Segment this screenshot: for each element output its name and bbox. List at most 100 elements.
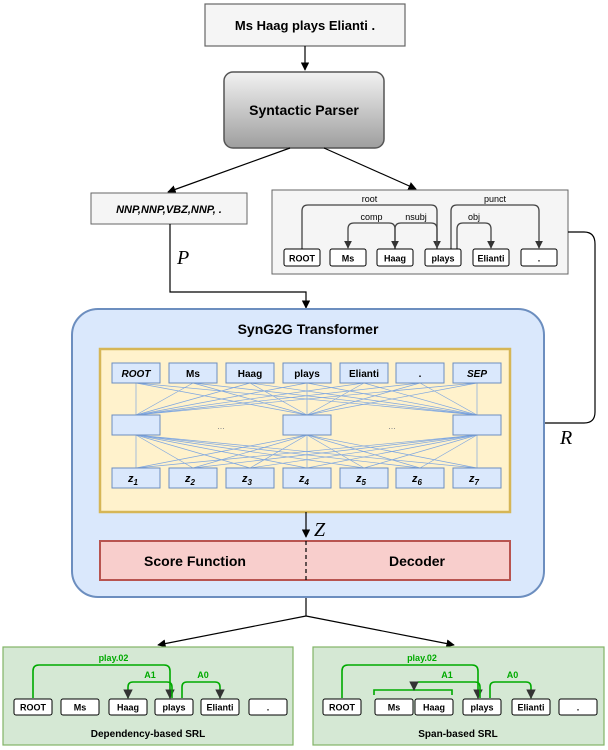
srl-token-label: . (267, 703, 270, 713)
srl-token-label: ROOT (20, 703, 47, 713)
srl-token-label: Haag (117, 703, 139, 713)
encoder-output-label: z4 (298, 473, 310, 487)
encoder-input-label: ROOT (122, 369, 152, 380)
encoder-input-nodes: ROOT Ms Haag plays Elianti. SEP (111, 362, 502, 384)
graph-encoder-panel: ROOT Ms Haag plays Elianti. SEP ...... z1 z2 z3… (98, 347, 512, 514)
srl-token-haag: Haag (108, 698, 148, 716)
srl-token-label: ROOT (329, 703, 356, 713)
dep-token-root: ROOT (283, 248, 321, 267)
syng2g-transformer: SynG2G Transformer ROOT Ms Haag plays Eliant… (71, 308, 545, 598)
encoder-output-label: z1 (127, 473, 139, 487)
srl-token-label: Haag (423, 703, 445, 713)
pos-variable-label: P (176, 247, 189, 269)
dependency-tree-box: root comp nsubj obj punct ROOT Ms Haag plays Eli… (271, 189, 569, 275)
arrow-to-span-srl (305, 615, 455, 648)
encoder-input-root: ROOT (111, 362, 161, 384)
dep-arc-nsubj (391, 222, 438, 249)
encoder-input-label: plays (294, 369, 320, 380)
dep-token-label: plays (431, 254, 454, 264)
encoder-hidden-node (111, 414, 161, 436)
dep-token-dot: . (520, 248, 558, 267)
encoder-ellipsis: ... (217, 421, 225, 431)
dep-token-elianti: Elianti (472, 248, 510, 267)
dep-token-label: Ms (342, 254, 355, 264)
encoder-input-elianti: Elianti (339, 362, 389, 384)
dep-arc-label-root: root (362, 194, 378, 204)
z-variable-label: Z (314, 519, 326, 541)
dependency-arcs: root comp nsubj obj punct (301, 194, 543, 249)
pos-tags-box: NNP,NNP,VBZ,NNP, . (90, 192, 248, 225)
srl-token-haag: Haag (414, 698, 454, 716)
encoder-output-z5: z5 (339, 467, 389, 489)
score-decoder-box: Score Function Decoder (99, 540, 511, 581)
input-sentence-box: Ms Haag plays Elianti . (204, 3, 406, 47)
dependency-variable-label: R (559, 427, 572, 449)
dep-arc-label-punct: punct (484, 194, 507, 204)
srl-caption: Span-based SRL (418, 729, 497, 740)
srl-token-label: Elianti (517, 703, 544, 713)
srl-token-root: ROOT (322, 698, 362, 716)
srl-predicate-arc (341, 664, 483, 699)
encoder-input-label: . (419, 369, 422, 380)
encoder-hidden-node (282, 414, 332, 436)
pos-tags-text: NNP,NNP,VBZ,NNP, . (116, 204, 222, 216)
dep-token-label: Elianti (477, 254, 504, 264)
dep-token-plays: plays (424, 248, 462, 267)
srl-arc-label-a0: A0 (197, 670, 209, 680)
syntactic-parser-box: Syntactic Parser (223, 71, 385, 149)
dep-arc-label-obj: obj (468, 212, 480, 222)
encoder-input-label: Elianti (349, 369, 379, 380)
srl-token-elianti: Elianti (511, 698, 551, 716)
encoder-output-z2: z2 (168, 467, 218, 489)
encoder-output-label: z3 (241, 473, 253, 487)
encoder-output-label: z5 (355, 473, 367, 487)
encoder-output-label: z7 (468, 473, 480, 487)
srl-token-ms: Ms (374, 698, 414, 716)
encoder-hidden-nodes: ...... (111, 414, 502, 436)
encoder-output-z7: z7 (452, 467, 502, 489)
dependency-tokens: ROOT Ms Haag plays Elianti. (283, 248, 558, 267)
srl-predicate-arc (32, 664, 175, 699)
srl-caption: Dependency-based SRL (91, 729, 205, 740)
srl-arc-a1 (123, 681, 173, 699)
encoder-input-label: SEP (467, 369, 487, 380)
dep-token-ms: Ms (329, 248, 367, 267)
dep-arc-label-nsubj: nsubj (405, 212, 427, 222)
srl-token-label: plays (162, 703, 185, 713)
encoder-output-label: z2 (184, 473, 196, 487)
encoder-output-z3: z3 (225, 467, 275, 489)
dep-arc-punct (450, 204, 543, 249)
dep-token-label: Haag (384, 254, 406, 264)
encoder-input-plays: plays (282, 362, 332, 384)
arrow-to-dependency-srl (157, 615, 307, 648)
srl-token-dot: . (558, 698, 598, 716)
encoder-input-ms: Ms (168, 362, 218, 384)
arrow-parser-to-dependency (323, 147, 417, 190)
input-sentence-text: Ms Haag plays Elianti . (235, 18, 375, 33)
srl-arc-a0 (489, 681, 536, 699)
srl-arc-label-a1: A1 (441, 670, 453, 680)
dep-arc-label-comp: comp (360, 212, 382, 222)
srl-token-ms: Ms (60, 698, 100, 716)
dep-arc-obj (456, 222, 495, 249)
srl-token-plays: plays (462, 698, 502, 716)
arrow-pos-to-transformer (169, 224, 311, 309)
encoder-input-sep: SEP (452, 362, 502, 384)
srl-token-label: Elianti (206, 703, 233, 713)
srl-token-dot: . (248, 698, 288, 716)
decoder-label: Decoder (389, 553, 446, 569)
transformer-title: SynG2G Transformer (238, 321, 379, 337)
srl-predicate-label: play.02 (407, 653, 437, 663)
encoder-input-haag: Haag (225, 362, 275, 384)
encoder-output-z4: z4 (282, 467, 332, 489)
encoder-hidden-node (452, 414, 502, 436)
encoder-input-label: Haag (238, 369, 262, 380)
dep-token-label: ROOT (289, 254, 316, 264)
syntactic-parser-label: Syntactic Parser (249, 102, 359, 118)
dep-token-label: . (538, 254, 541, 264)
encoder-output-z1: z1 (111, 467, 161, 489)
